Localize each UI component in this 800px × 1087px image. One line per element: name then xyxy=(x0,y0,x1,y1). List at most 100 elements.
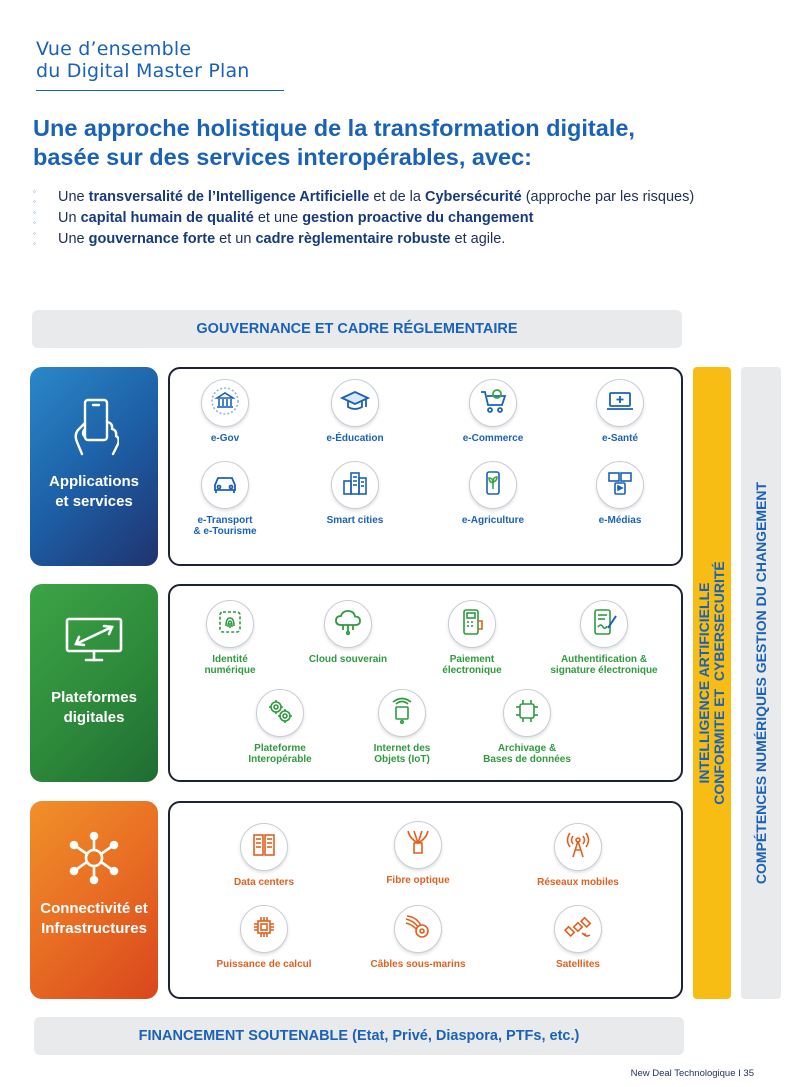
bullet-emphasis: capital humain de qualité xyxy=(80,210,254,226)
category-applications: Applications et services xyxy=(30,367,158,566)
bullet-item: ◦◦ Un capital humain de qualité et une g… xyxy=(33,208,773,229)
ai-cybersecurity-label: INTELLIGENCE ARTIFICIELLE CONFORMITE ET … xyxy=(696,561,727,805)
bullet-text: (approche par les risques) xyxy=(521,189,695,205)
platform-item-label: Authentification & xyxy=(560,654,648,665)
ai-database-icon xyxy=(511,695,543,732)
payment-terminal-icon xyxy=(456,606,488,643)
page-footer: New Deal Technologique I 35 xyxy=(630,1068,754,1079)
platform-item-label-2: numérique xyxy=(204,665,256,676)
headline: Une approche holistique de la transforma… xyxy=(33,114,753,172)
car-icon xyxy=(209,467,241,504)
platform-item-label-2: Objets (IoT) xyxy=(374,754,430,765)
gears-icon xyxy=(264,695,296,732)
category-label-line1: Applications xyxy=(48,473,139,490)
app-item-label: e-Agriculture xyxy=(461,515,525,526)
platform-item-label: Plateforme xyxy=(254,743,306,754)
financing-band-label: FINANCEMENT SOUTENABLE (Etat, Privé, Dia… xyxy=(138,1028,580,1044)
fiber-optic-icon xyxy=(402,827,434,864)
platform-item-label: Archivage & xyxy=(497,743,557,754)
bullet-text: et agile. xyxy=(450,231,506,247)
fingerprint-icon xyxy=(214,606,246,643)
app-item-label: e-Santé xyxy=(601,433,639,444)
app-item-eagriculture: e-Agriculture xyxy=(428,461,558,526)
app-item-label: e-Gov xyxy=(210,433,240,444)
infra-item-label: Réseaux mobiles xyxy=(537,877,619,888)
bullet-dots-icon: ◦◦ xyxy=(33,187,36,206)
processor-icon xyxy=(248,911,280,948)
governance-band-label: GOUVERNANCE ET CADRE RÉGLEMENTAIRE xyxy=(196,321,518,337)
infra-item-fiber: Fibre optique xyxy=(353,821,483,886)
bullet-item: ◦◦ Une gouvernance forte et un cadre règ… xyxy=(33,229,773,250)
category-connectivity: Connectivité et Infrastructures xyxy=(30,801,158,999)
graduation-cap-icon xyxy=(339,385,371,422)
platform-item-archiving: Archivage &Bases de données xyxy=(462,689,592,765)
bullet-text: Un xyxy=(58,210,81,226)
infra-item-label: Data centers xyxy=(233,877,295,888)
infra-item-label: Puissance de calcul xyxy=(216,959,312,970)
financing-band: FINANCEMENT SOUTENABLE (Etat, Privé, Dia… xyxy=(34,1017,684,1055)
ai-label-line1: INTELLIGENCE ARTIFICIELLE xyxy=(696,582,712,784)
bullet-dots-icon: ◦◦ xyxy=(33,208,36,227)
satellite-icon xyxy=(562,911,594,948)
platform-item-label: Internet des xyxy=(373,743,431,754)
platform-item-label: Cloud souverain xyxy=(308,654,388,665)
infra-item-submarine-cables: Câbles sous-marins xyxy=(353,905,483,970)
bullet-list: ◦◦ Une transversalité de l’Intelligence … xyxy=(33,187,773,250)
category-label-line2: et services xyxy=(55,493,133,510)
section-title-line2: du Digital Master Plan xyxy=(36,60,250,82)
app-item-esante: e-Santé xyxy=(555,379,685,444)
city-buildings-icon xyxy=(339,467,371,504)
bullet-emphasis: gouvernance forte xyxy=(88,231,216,247)
shopping-cart-icon xyxy=(477,385,509,422)
antenna-icon xyxy=(562,829,594,866)
platform-item-label-2: signature électronique xyxy=(550,665,658,676)
app-item-label-2: & e-Tourisme xyxy=(193,526,257,537)
governance-band: GOUVERNANCE ET CADRE RÉGLEMENTAIRE xyxy=(32,310,682,348)
platform-item-label-2: Interopérable xyxy=(248,754,312,765)
digital-skills-bar: COMPÉTENCES NUMÉRIQUES GESTION DU CHANGE… xyxy=(741,367,781,999)
infra-item-satellites: Satellites xyxy=(513,905,643,970)
medical-laptop-icon xyxy=(604,385,636,422)
iot-icon xyxy=(386,695,418,732)
app-item-label: e-Transport xyxy=(197,515,253,526)
government-building-icon xyxy=(209,385,241,422)
app-item-ecommerce: e-Commerce xyxy=(428,379,558,444)
submarine-cable-icon xyxy=(402,911,434,948)
app-item-education: e-Éducation xyxy=(290,379,420,444)
bullet-item: ◦◦ Une transversalité de l’Intelligence … xyxy=(33,187,773,208)
app-item-label: e-Éducation xyxy=(326,433,384,444)
app-item-label: e-Commerce xyxy=(462,433,524,444)
headline-line2: basée sur des services interopérables, a… xyxy=(33,144,533,170)
platform-item-cloud: Cloud souverain xyxy=(283,600,413,665)
app-item-label: e-Médias xyxy=(598,515,642,526)
app-item-egov: e-Gov xyxy=(160,379,290,444)
infra-item-computing: Puissance de calcul xyxy=(199,905,329,970)
bullet-emphasis: transversalité de l’Intelligence Artific… xyxy=(88,189,370,205)
category-label-line2: Infrastructures xyxy=(41,920,147,937)
bullet-emphasis: cadre règlementaire robuste xyxy=(255,231,451,247)
smart-farming-icon xyxy=(477,467,509,504)
title-underline xyxy=(36,90,284,91)
section-title-line1: Vue d’ensemble xyxy=(36,38,192,60)
platform-item-label: Paiement xyxy=(449,654,495,665)
platform-item-label-2: Bases de données xyxy=(483,754,571,765)
section-title: Vue d’ensemble du Digital Master Plan xyxy=(36,38,250,82)
bullet-dots-icon: ◦◦ xyxy=(33,229,36,248)
app-item-smartcities: Smart cities xyxy=(290,461,420,526)
bullet-text: Une xyxy=(58,231,89,247)
monitor-icon xyxy=(64,616,124,664)
media-icon xyxy=(604,467,636,504)
platform-item-label: Identité xyxy=(212,654,248,665)
platform-item-authentication: Authentification &signature électronique xyxy=(539,600,669,676)
ai-label-line2: CONFORMITE ET CYBERSECURITÉ xyxy=(711,561,727,805)
infra-item-datacenters: Data centers xyxy=(199,823,329,888)
headline-line1: Une approche holistique de la transforma… xyxy=(33,115,635,141)
infra-item-mobile-networks: Réseaux mobiles xyxy=(513,823,643,888)
category-label-line2: digitales xyxy=(63,709,125,726)
category-platforms: Plateformes digitales xyxy=(30,584,158,782)
bullet-emphasis: Cybersécurité xyxy=(424,189,522,205)
infrastructure-panel: Data centers Fibre optique Réseaux mobil… xyxy=(168,801,683,999)
